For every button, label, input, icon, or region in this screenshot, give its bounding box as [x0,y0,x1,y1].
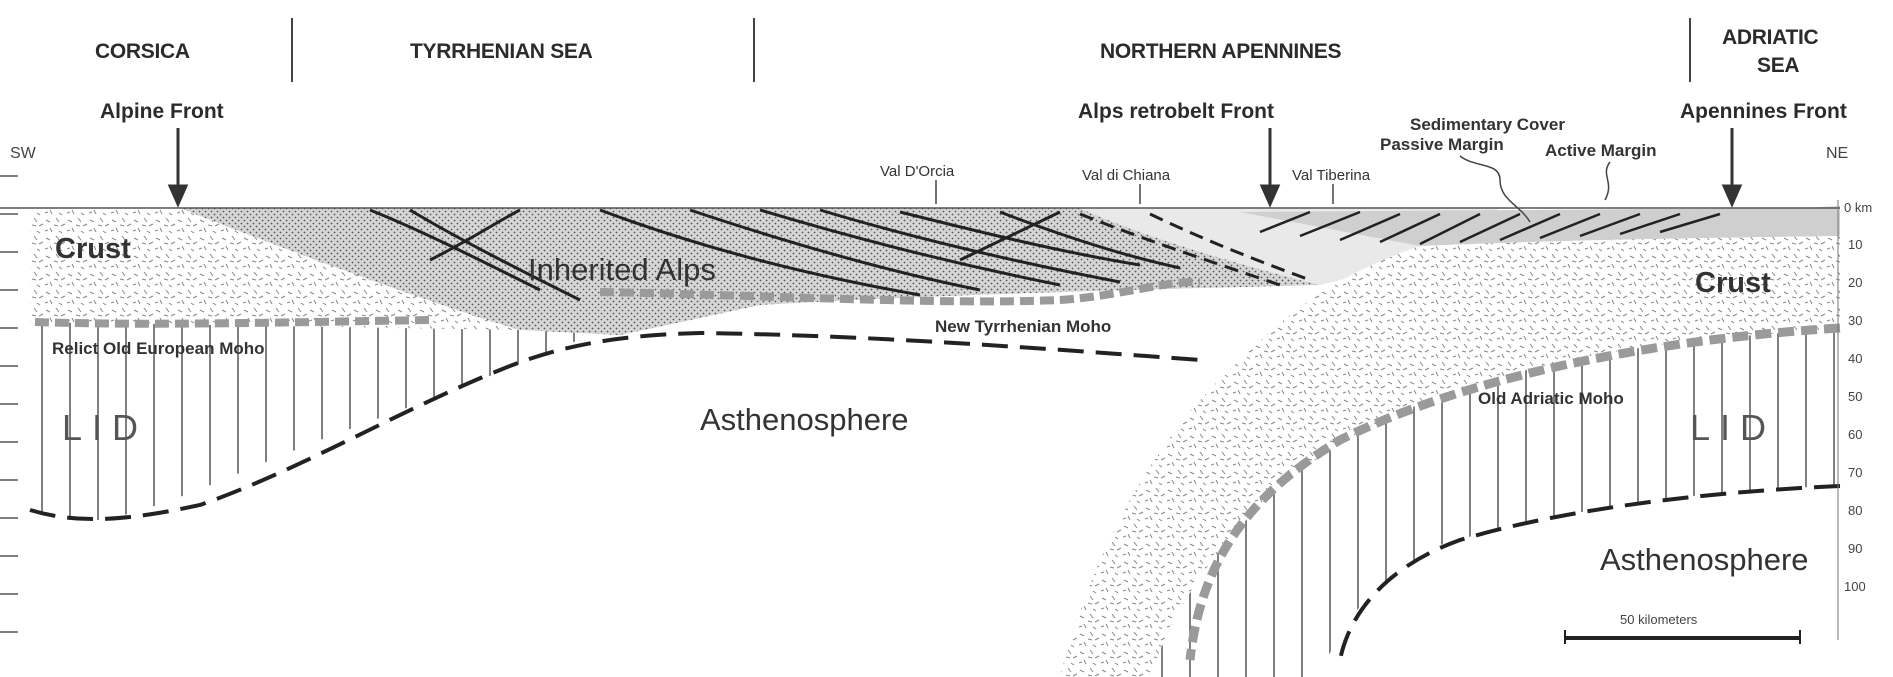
orientation-ne: NE [1826,145,1848,162]
region-corsica: CORSICA [95,40,190,63]
depth-tick-30: 30 [1848,313,1862,328]
label-asthenosphere-center: Asthenosphere [700,402,909,437]
depth-tick-20: 20 [1848,275,1862,290]
label-apennines-front: Apennines Front [1680,100,1847,123]
label-alpine-front: Alpine Front [100,100,224,123]
label-lid-right: LID [1690,407,1776,448]
left-depth-ticks [0,176,18,632]
label-sedimentary-cover: Sedimentary Cover [1410,115,1565,134]
right-depth-axis: 0 km 10 20 30 40 50 60 70 80 90 100 [1838,200,1872,640]
depth-tick-40: 40 [1848,351,1862,366]
label-crust-left: Crust [55,233,131,265]
label-alps-retrobelt-front: Alps retrobelt Front [1078,100,1274,123]
depth-tick-90: 90 [1848,541,1862,556]
label-lid-left: LID [62,407,148,448]
label-passive-margin: Passive Margin [1380,135,1504,154]
label-asthenosphere-right: Asthenosphere [1600,542,1809,577]
depth-tick-10: 10 [1848,237,1862,252]
label-active-margin: Active Margin [1545,141,1656,160]
depth-tick-80: 80 [1848,503,1862,518]
label-val-di-chiana: Val di Chiana [1082,167,1171,184]
orientation-sw: SW [10,145,37,162]
region-adriatic-line2: SEA [1757,54,1799,77]
scale-bar: 50 kilometers [1565,612,1800,644]
depth-tick-0: 0 km [1844,200,1872,215]
depth-tick-50: 50 [1848,389,1862,404]
depth-tick-100: 100 [1844,579,1866,594]
label-inherited-alps: Inherited Alps [528,252,716,287]
scale-bar-label: 50 kilometers [1620,612,1698,627]
label-val-dorcia: Val D'Orcia [880,163,955,180]
label-relict-european-moho: Relict Old European Moho [52,339,265,358]
label-val-tiberina: Val Tiberina [1292,167,1371,184]
front-arrows [170,128,1740,204]
depth-tick-70: 70 [1848,465,1862,480]
region-tyrrhenian-sea: TYRRHENIAN SEA [410,40,593,63]
label-crust-right: Crust [1695,267,1771,299]
region-adriatic-line1: ADRIATIC [1722,26,1819,49]
region-northern-apennines: NORTHERN APENNINES [1100,40,1341,63]
label-old-adriatic-moho: Old Adriatic Moho [1478,389,1624,408]
label-new-tyrrhenian-moho: New Tyrrhenian Moho [935,317,1111,336]
depth-tick-60: 60 [1848,427,1862,442]
